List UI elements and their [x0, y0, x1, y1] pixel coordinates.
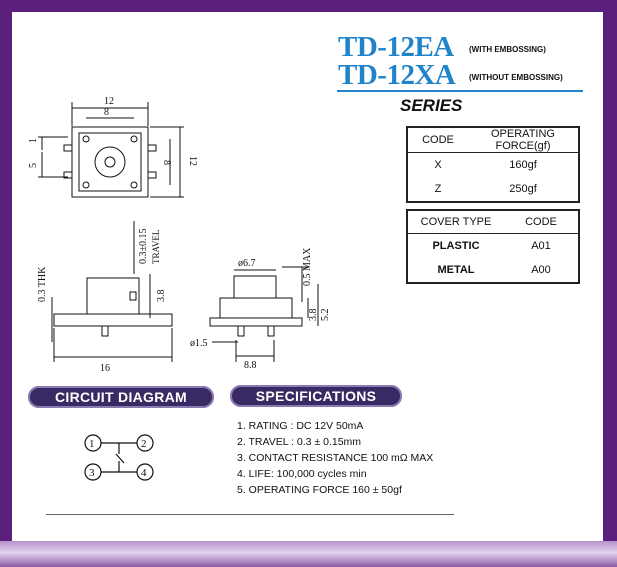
- model-note-xa: (WITHOUT EMBOSSING): [469, 73, 563, 82]
- dim-side-5-2: 5.2: [320, 309, 331, 322]
- bottom-decorative-strip: [0, 541, 617, 567]
- specifications-list: 1. RATING : DC 12V 50mA 2. TRAVEL : 0.3 …: [237, 418, 433, 498]
- force-header-force: OPERATING FORCE(gf): [468, 127, 579, 153]
- spec-item: 4. LIFE: 100,000 cycles min: [237, 468, 367, 480]
- force-row-code: X: [434, 159, 442, 171]
- spec-item: 2. TRAVEL : 0.3 ± 0.15mm: [237, 436, 362, 448]
- specifications-heading: SPECIFICATIONS: [230, 385, 402, 407]
- dim-right-12: 12: [187, 156, 198, 166]
- circuit-diagram-heading: CIRCUIT DIAGRAM: [28, 386, 214, 408]
- top-view-plunger: [94, 146, 126, 178]
- side-view-base: [53, 313, 173, 327]
- cover-header-code: CODE: [504, 210, 579, 234]
- datasheet-page: TD-12EA (WITH EMBOSSING) TD-12XA (WITHOU…: [12, 12, 603, 541]
- dim-top-width: 12: [104, 96, 114, 107]
- pin-label: 3: [89, 467, 95, 479]
- cover-row-code: A00: [531, 264, 551, 276]
- dim-max-0-5: 0.5 MAX: [302, 247, 313, 286]
- force-row-code: Z: [434, 183, 442, 195]
- cover-row-code: A01: [531, 240, 551, 252]
- spec-item: 1. RATING : DC 12V 50mA: [237, 420, 364, 432]
- series-label: SERIES: [400, 96, 463, 115]
- title-underline: [337, 90, 583, 92]
- dim-dia-6-7: ø6.7: [238, 258, 256, 269]
- dim-right-8: 8: [161, 160, 172, 165]
- pin-label: 4: [141, 467, 147, 479]
- dim-travel-label: TRAVEL: [151, 230, 161, 264]
- top-view-body: [71, 126, 149, 198]
- dim-top-inner: 8: [104, 107, 109, 118]
- dim-height-3-8: 3.8: [156, 290, 167, 303]
- spec-item: 3. CONTACT RESISTANCE 100 mΩ MAX: [237, 452, 434, 464]
- dim-travel: 0.3±0.15: [138, 229, 149, 265]
- dim-left-5: 5: [28, 163, 39, 168]
- pin-label: 2: [141, 438, 147, 450]
- side-view2-cap: [233, 275, 277, 299]
- dim-side-3-8: 3.8: [308, 309, 319, 322]
- side-view-body: [86, 277, 140, 315]
- cover-type-table: COVER TYPE CODE PLASTIC A01 METAL A00: [406, 209, 580, 284]
- circuit-diagram: 1 2 3 4: [84, 434, 154, 481]
- model-title-ea: TD-12EA: [338, 31, 454, 63]
- force-row-value: 160gf: [509, 159, 537, 171]
- cover-header-type: COVER TYPE: [407, 210, 504, 234]
- force-row-value: 250gf: [509, 183, 537, 195]
- model-note-ea: (WITH EMBOSSING): [469, 45, 546, 54]
- force-header-code: CODE: [407, 127, 468, 153]
- top-view-inner: [78, 132, 142, 192]
- operating-force-table: CODE OPERATING FORCE(gf) X 160gf Z 250gf: [406, 126, 580, 203]
- side-view2-body: [219, 297, 293, 319]
- footer-divider: [46, 514, 454, 515]
- cover-row-type: PLASTIC: [432, 240, 480, 252]
- dim-thk: 0.3 THK: [37, 266, 48, 302]
- cover-row-type: METAL: [437, 264, 475, 276]
- dim-left-1: 1: [28, 138, 39, 143]
- model-title-xa: TD-12XA: [338, 59, 456, 91]
- dim-pitch-8-8: 8.8: [244, 360, 257, 371]
- mechanical-drawing: 12 8 1 5 8 12 0.3±0.15 TRAVEL 0.3 THK 3.…: [28, 96, 331, 372]
- dim-dia-1-5: ø1.5: [190, 338, 208, 349]
- spec-item: 5. OPERATING FORCE 160 ± 50gf: [237, 484, 402, 496]
- pin-label: 1: [89, 438, 95, 450]
- dim-base-16: 16: [100, 363, 110, 372]
